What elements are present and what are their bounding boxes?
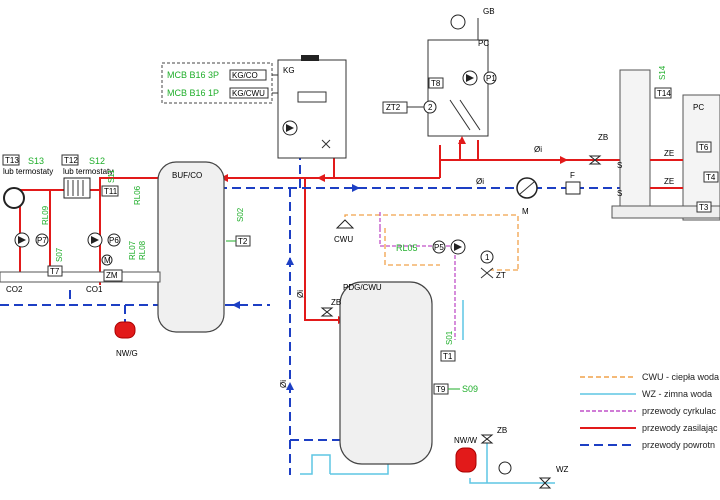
s14-label: S14	[658, 65, 667, 80]
ze-label-1: ZE	[664, 149, 674, 158]
dhw-tank: PDG/CWU T1 S01 T9 S09	[339, 281, 478, 465]
expansion-vessel-heating: NW/G	[114, 321, 138, 358]
co1-label: CO1	[86, 285, 103, 294]
s12-label: S12	[89, 156, 105, 166]
t13-label: T13	[5, 156, 19, 165]
svg-text:1: 1	[485, 253, 490, 262]
legend-label: CWU - ciepła woda	[642, 372, 719, 382]
oi-label-1: Øi	[534, 145, 542, 154]
pdg-cwu-label: PDG/CWU	[343, 283, 382, 292]
mcb-line1-target: KG/CO	[232, 71, 258, 80]
zb-tank-valve: ZB	[320, 298, 341, 317]
t2-label: T2	[238, 237, 248, 246]
p1-label: P1	[486, 74, 496, 83]
s-label-2: S	[617, 189, 622, 198]
f-label: F	[570, 171, 575, 180]
rl07-label: RL07	[128, 240, 137, 260]
s13-label: S13	[28, 156, 44, 166]
zt-valve: 1 ZT	[480, 250, 506, 280]
pc-right-label: PC	[693, 103, 704, 112]
buffer-tank: BUF/CO T2 S02	[157, 161, 251, 333]
s02-label: S02	[236, 207, 245, 222]
t1-label: T1	[443, 352, 453, 361]
t4-label: T4	[706, 173, 716, 182]
m-small-label: M	[104, 256, 111, 265]
outdoor-unit: PC T14 S14 T6 T4 T3 ZE ZE ZB S S	[588, 65, 720, 221]
p6-label: P6	[109, 236, 119, 245]
zm-label: ZM	[106, 271, 118, 280]
zt-label: ZT	[496, 271, 506, 280]
cold-water-pipes	[300, 300, 555, 484]
t7-label: T7	[50, 267, 60, 276]
s07-label: S07	[55, 247, 64, 262]
mcb-line2: MCB B16 1P	[167, 88, 219, 98]
cwu-label: CWU	[334, 235, 353, 244]
t13-note: lub termostaty	[3, 167, 53, 176]
mcb-line2-target: KG/CWU	[232, 89, 265, 98]
t12-label: T12	[64, 156, 78, 165]
p7-label: P7	[37, 236, 47, 245]
zb-label-bottom: ZB	[497, 426, 507, 435]
oi-label-3: Øi	[296, 290, 305, 298]
legend-label: przewody cyrkulac	[642, 406, 717, 416]
return-arrows	[232, 184, 360, 390]
s-label-1: S	[617, 161, 622, 170]
zt2-label: ZT2	[386, 103, 401, 112]
nwg-label: NW/G	[116, 349, 138, 358]
t14-label: T14	[657, 89, 671, 98]
oi-label-4: Øi	[279, 380, 288, 388]
nww-label: NW/W	[454, 436, 478, 445]
legend: CWU - ciepła woda WZ - zimna woda przewody…	[580, 372, 719, 450]
pc-top-label: PC	[478, 39, 489, 48]
kg-label: KG	[283, 66, 295, 75]
s11-label: S11	[107, 169, 116, 183]
ze-label-2: ZE	[664, 177, 674, 186]
co-circuits: T13 S13 lub termostaty CO2 T12 S12 lub t…	[0, 154, 161, 294]
s01-label: S01	[445, 330, 454, 345]
t12-note: lub termostaty	[63, 167, 113, 176]
gb-label: GB	[483, 7, 495, 16]
rl05-label: RL05	[396, 243, 418, 253]
circulation-pump: RL05 P5	[396, 239, 466, 255]
mcb-panel: MCB B16 3P KG/CO MCB B16 1P KG/CWU	[161, 62, 278, 104]
t6-label: T6	[699, 143, 709, 152]
return-pipes	[0, 150, 640, 475]
legend-label: przewody zasilając	[642, 423, 718, 433]
zb-label-right: ZB	[598, 133, 608, 142]
m-label: M	[522, 207, 529, 216]
mcb-line1: MCB B16 3P	[167, 70, 219, 80]
t9-label: T9	[436, 385, 446, 394]
zb-label-tank: ZB	[331, 298, 341, 307]
dhw-safety-group: ZB NW/W WZ	[454, 426, 569, 489]
wz-label: WZ	[556, 465, 569, 474]
manometer: M F	[516, 171, 581, 216]
co2-label: CO2	[6, 285, 23, 294]
p5-label: P5	[434, 243, 444, 252]
svg-text:2: 2	[428, 103, 433, 112]
legend-label: WZ - zimna woda	[642, 389, 712, 399]
rl09-label: RL09	[41, 205, 50, 225]
legend-label: przewody powrotn	[642, 440, 715, 450]
t11-label: T11	[104, 187, 118, 196]
circulation-pipes	[379, 212, 456, 340]
buf-co-label: BUF/CO	[172, 171, 202, 180]
s09-label: S09	[462, 384, 478, 394]
heat-pump-unit: PC T8 P1 2 ZT2 GB	[382, 7, 497, 137]
oi-label-2: Øi	[476, 177, 484, 186]
hot-water-pipes	[344, 214, 519, 271]
boiler-kg: KG	[277, 55, 347, 159]
t3-label: T3	[699, 203, 709, 212]
t8-label: T8	[431, 79, 441, 88]
cwu-tap: CWU	[334, 219, 355, 244]
rl08-label: RL08	[138, 240, 147, 260]
rl06-label: RL06	[133, 185, 142, 205]
